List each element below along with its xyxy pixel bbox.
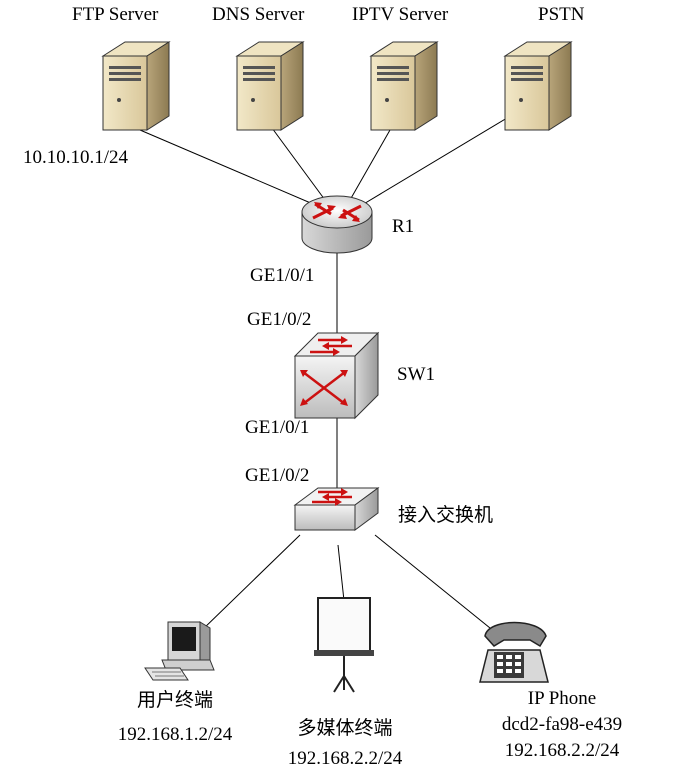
sw1-switch-icon[interactable]	[293, 331, 380, 420]
ip-phone-icon[interactable]	[479, 621, 549, 683]
ftp-server-label: FTP Server	[72, 4, 159, 25]
iptv-server-icon[interactable]	[369, 41, 439, 131]
access-port-label: GE1/0/2	[245, 465, 310, 486]
iptv-server-label: IPTV Server	[352, 4, 449, 25]
sw1-down-port-label: GE1/0/1	[245, 417, 310, 438]
media-terminal-ip: 192.168.2.2/24	[287, 748, 403, 769]
link-access-pc	[199, 534, 301, 633]
dns-server-icon[interactable]	[235, 41, 305, 131]
ip-phone-mac: dcd2-fa98-e439	[501, 714, 623, 735]
link-iptv-r1	[349, 129, 391, 201]
router-icon[interactable]	[301, 195, 373, 254]
pstn-label: PSTN	[538, 4, 585, 25]
link-access-phone	[374, 534, 491, 629]
sw1-name-label: SW1	[397, 364, 435, 385]
access-switch-label: 接入交换机	[398, 505, 494, 526]
sw1-up-port-label: GE1/0/2	[247, 309, 312, 330]
projector-screen-icon[interactable]	[314, 597, 374, 693]
link-pstn-r1	[361, 114, 513, 206]
link-ftp-r1	[139, 129, 321, 208]
r1-port-label: GE1/0/1	[250, 265, 315, 286]
pstn-server-icon[interactable]	[503, 41, 573, 131]
user-terminal-ip: 192.168.1.2/24	[117, 724, 233, 745]
ip-phone-label: IP Phone	[527, 688, 597, 709]
computer-icon[interactable]	[144, 621, 215, 681]
ftp-server-icon[interactable]	[101, 41, 171, 131]
user-terminal-label: 用户终端	[136, 690, 214, 711]
ip-phone-ip: 192.168.2.2/24	[504, 740, 620, 761]
dns-server-label: DNS Server	[212, 4, 305, 25]
access-switch-icon[interactable]	[293, 487, 380, 531]
link-dns-r1	[271, 127, 326, 201]
media-terminal-label: 多媒体终端	[297, 718, 393, 739]
ftp-ip-label: 10.10.10.1/24	[23, 147, 129, 168]
links	[139, 114, 513, 633]
router-name-label: R1	[392, 216, 415, 237]
